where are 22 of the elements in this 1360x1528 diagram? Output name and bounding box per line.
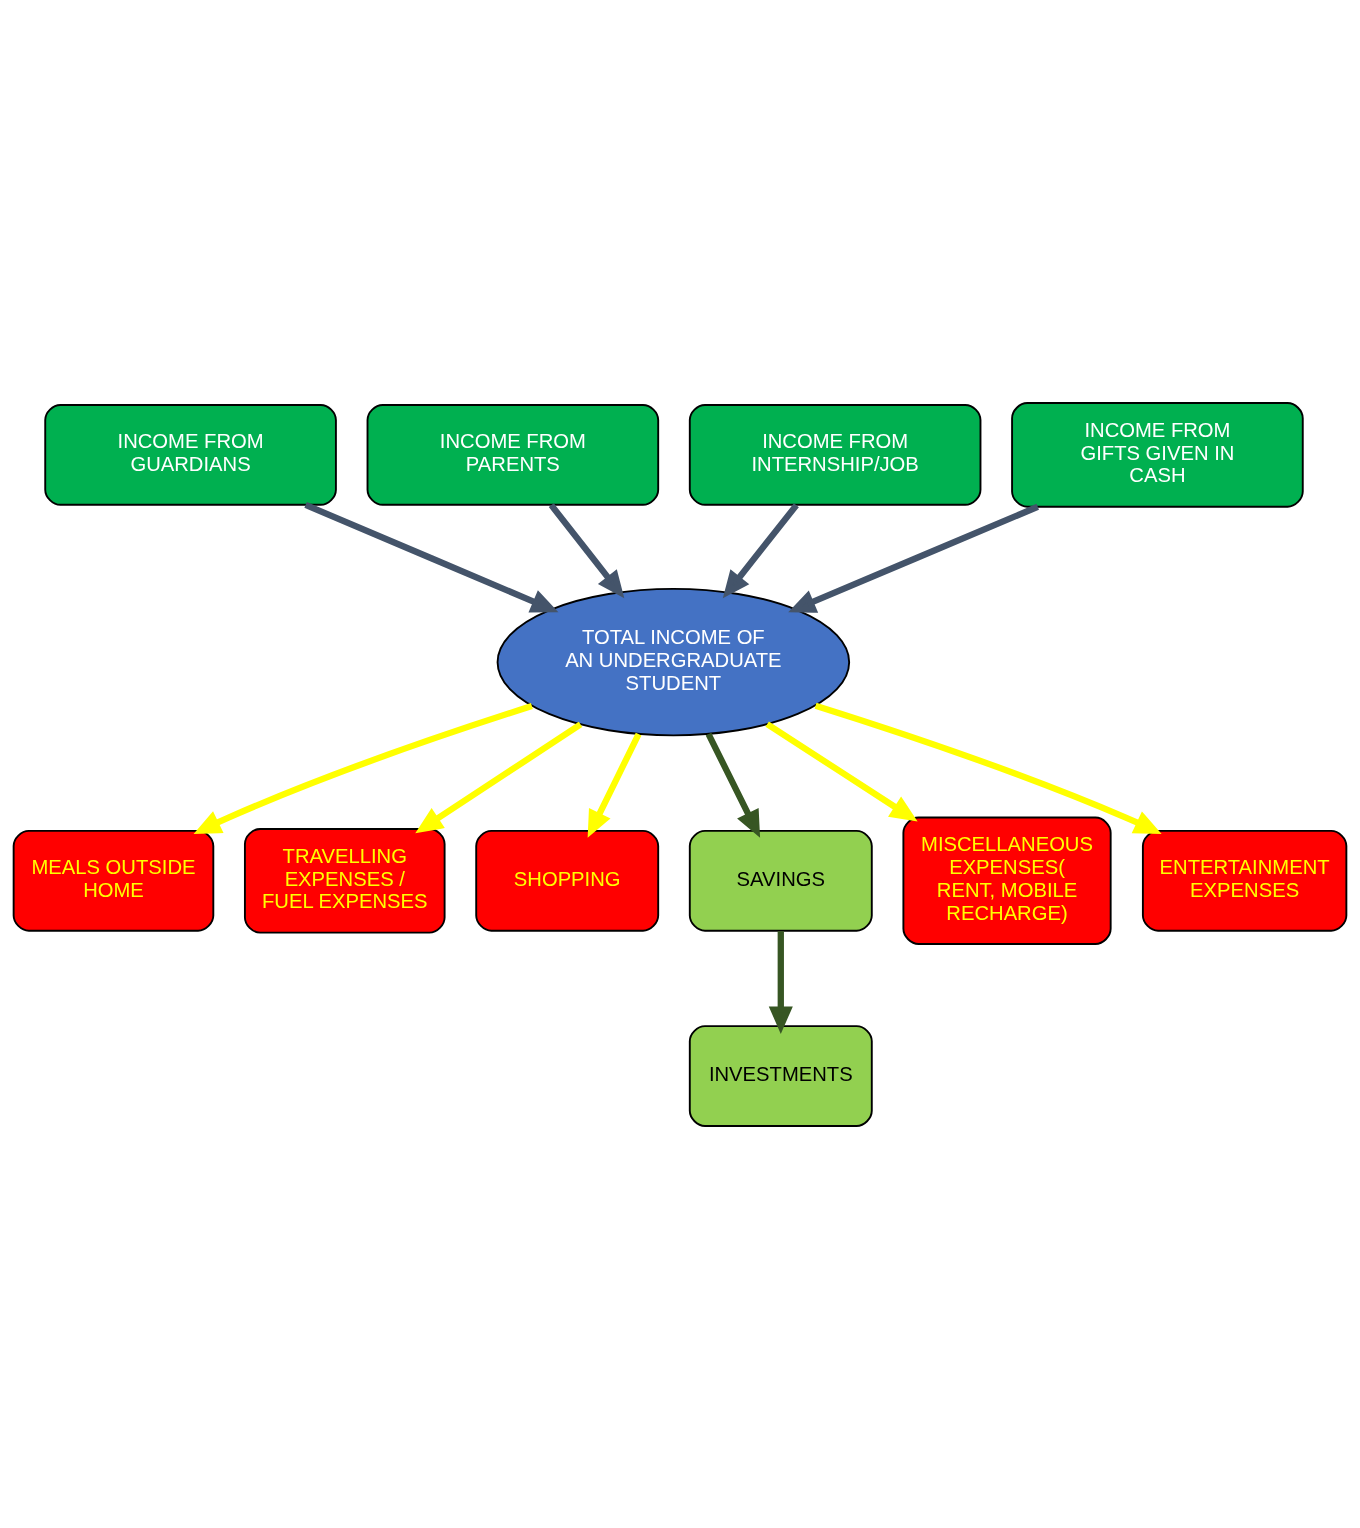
node-box: MISCELLANEOUS EXPENSES( RENT, MOBILE RECHARGE)	[902, 816, 1112, 945]
arrow	[814, 702, 1162, 834]
node-box: INCOME FROM INTERNSHIP/JOB	[688, 403, 982, 506]
arrow	[788, 503, 1039, 613]
node-box: INVESTMENTS	[688, 1024, 873, 1127]
node-box: ENTERTAINMENT EXPENSES	[1141, 829, 1348, 932]
arrow	[415, 721, 583, 833]
node-box: TRAVELLING EXPENSES / FUEL EXPENSES	[243, 827, 446, 934]
arrow	[548, 502, 625, 598]
node-box: SHOPPING	[475, 829, 660, 932]
arrow	[765, 721, 918, 822]
arrow	[304, 501, 559, 612]
arrow	[587, 732, 642, 838]
node-box: INCOME FROM PARENTS	[366, 403, 660, 506]
arrow	[722, 502, 799, 598]
node-box: INCOME FROM GIFTS GIVEN IN CASH	[1011, 401, 1304, 508]
arrow	[705, 732, 761, 838]
node-box: MEALS OUTSIDE HOME	[12, 829, 215, 932]
node-box: INCOME FROM GUARDIANS	[44, 403, 337, 506]
arrow	[193, 702, 533, 834]
arrow	[768, 930, 793, 1034]
node-box: SAVINGS	[688, 829, 873, 932]
